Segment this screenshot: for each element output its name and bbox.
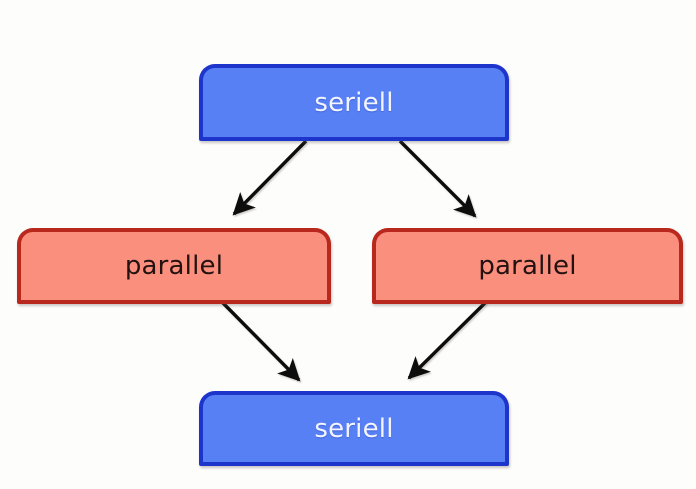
node-label: parallel (124, 251, 224, 281)
node-seriell-bottom[interactable]: seriell (199, 391, 509, 466)
edge-left-to-bottom (220, 300, 301, 382)
edge-right-to-bottom (407, 300, 488, 380)
edge-top-to-right (398, 139, 477, 218)
node-label: parallel (478, 251, 577, 281)
edge-top-to-left (232, 139, 308, 216)
node-seriell-top[interactable]: seriell (199, 64, 509, 141)
node-parallel-left[interactable]: parallel (17, 228, 331, 304)
node-label: seriell (314, 413, 394, 444)
node-parallel-right[interactable]: parallel (372, 228, 683, 304)
node-label: seriell (314, 87, 394, 118)
